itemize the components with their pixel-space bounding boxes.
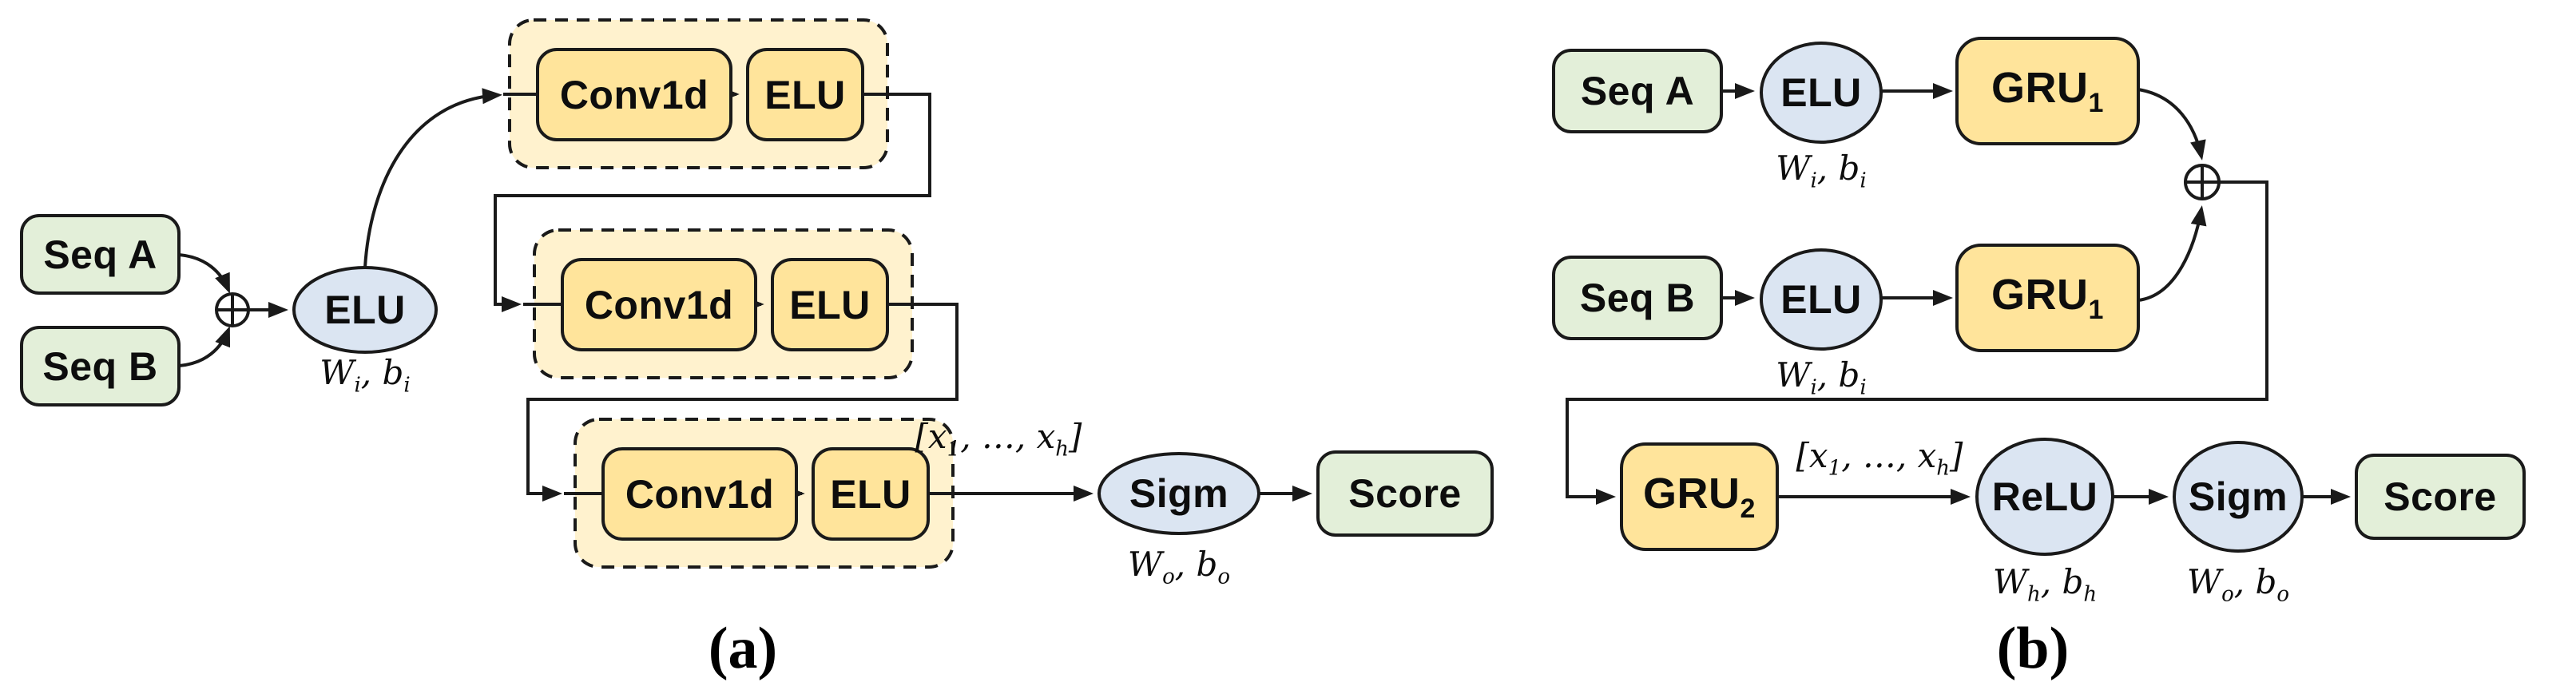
arrow-block1-to-block2 [494, 93, 931, 312]
score-box-a [1316, 450, 1494, 537]
relu-ellipse-b [1975, 438, 2114, 556]
add-merge-icon-a [215, 292, 250, 327]
add-merge-icon-b [2184, 164, 2221, 200]
arrow-gru1b-to-merge-b [2137, 205, 2207, 302]
elu-ellipse-a [292, 266, 438, 354]
sigm-ellipse-b [2173, 441, 2304, 553]
arrow-gru1a-to-merge-b [2137, 88, 2206, 161]
arrow-seqb-to-merge-a [178, 326, 231, 367]
seq-a-box-a [20, 214, 181, 295]
conv1d-box-3 [601, 447, 798, 541]
elu-box-3 [812, 447, 930, 541]
conv1d-box-2 [561, 258, 757, 351]
elu-ellipse-b-bottom [1760, 248, 1883, 351]
elu-box-2 [771, 258, 889, 351]
elu-box-1 [746, 48, 864, 141]
seq-b-box-a [20, 326, 181, 406]
score-box-b [2355, 454, 2526, 540]
arrow-merge-to-gru2-b [1566, 180, 2268, 505]
arrow-seqa-to-merge-a [178, 253, 230, 294]
gru1-box-b-bottom [1955, 244, 2140, 352]
gru1-box-b-top [1955, 37, 2140, 145]
elu-ellipse-b-top [1760, 42, 1883, 144]
seq-b-box-b [1552, 256, 1723, 340]
arrow-elu-to-block1 [363, 88, 502, 268]
conv1d-box-1 [536, 48, 732, 141]
seq-a-box-b [1552, 49, 1723, 133]
sigm-ellipse-a [1097, 452, 1260, 535]
gru2-box-b [1620, 442, 1779, 551]
arrow-block2-to-block3 [526, 303, 959, 502]
